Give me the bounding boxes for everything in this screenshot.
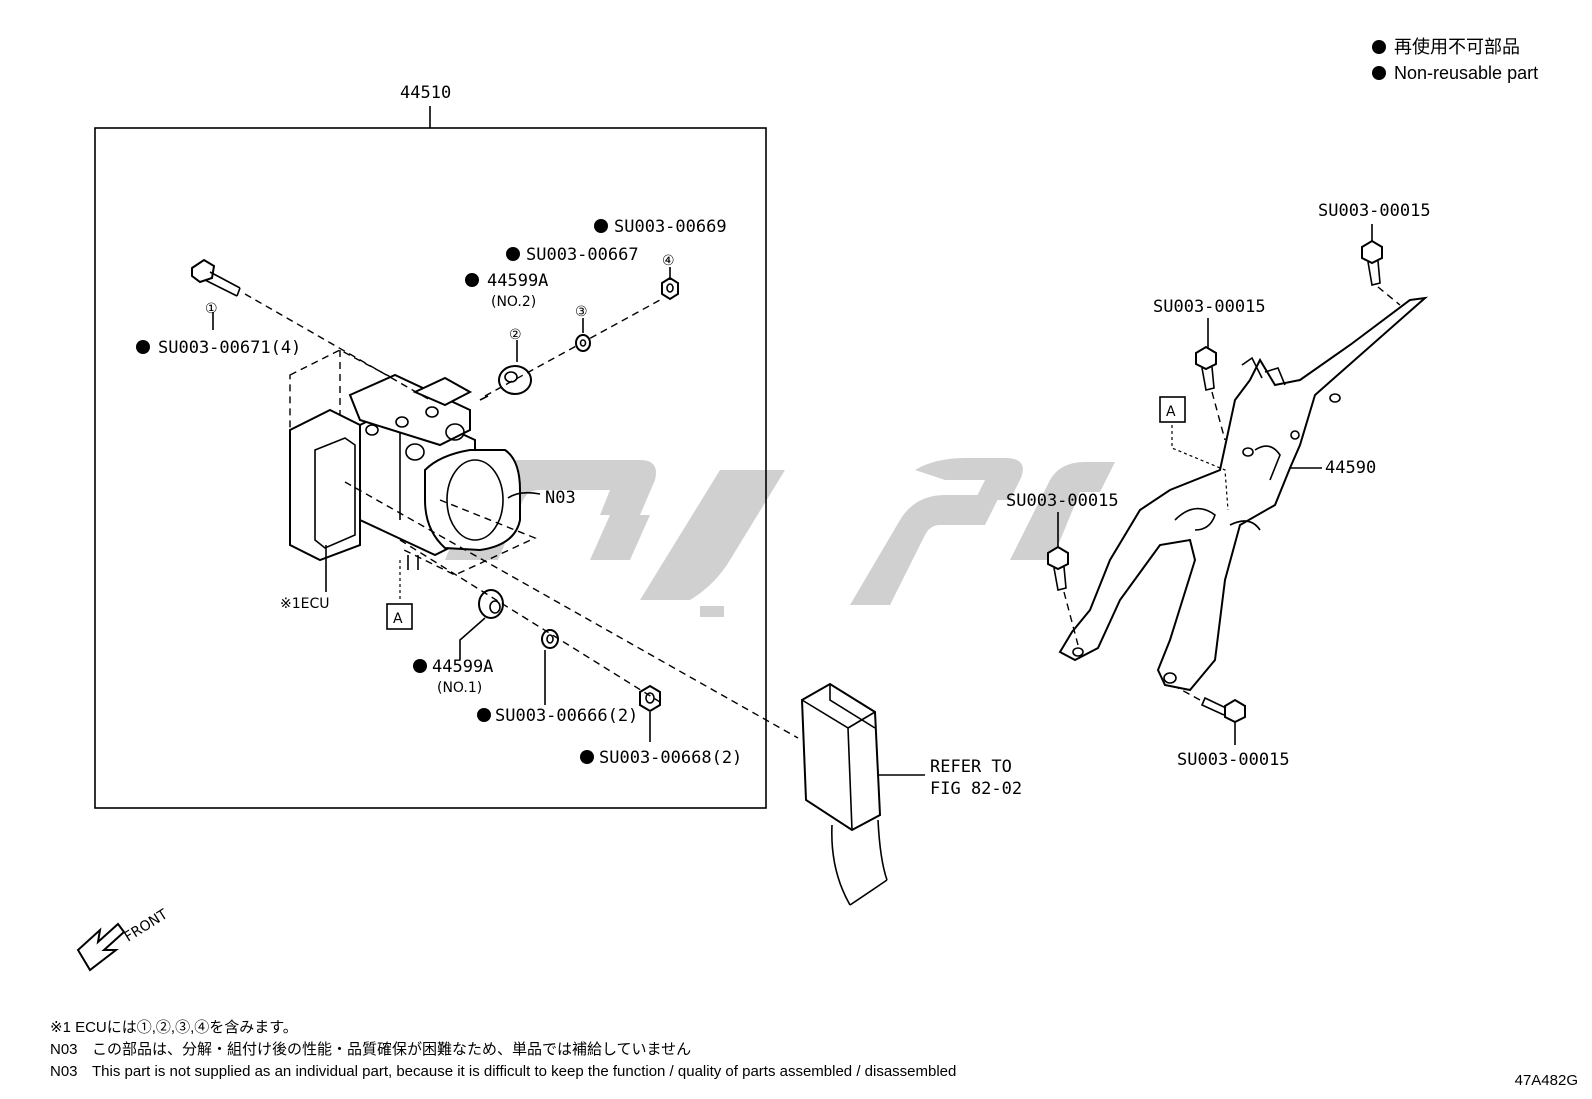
callout-num-1: ①: [205, 301, 218, 317]
callout-bolt-1: SU003-00671(4): [158, 338, 301, 358]
legend-row-jp: 再使用不可部品: [1372, 34, 1538, 60]
bracket-number: 44590: [1325, 458, 1376, 478]
connector-icon: [800, 682, 888, 906]
callout-grommet-no2-sub: (NO.2): [491, 294, 536, 310]
bracket-bolt-3-label: SU003-00015: [1006, 491, 1119, 511]
bracket-bolt-3-dash: [1063, 591, 1079, 646]
bracket-marker-a-text: A: [1166, 404, 1176, 420]
note-row: N03 This part is not supplied as an indiv…: [50, 1061, 956, 1083]
bracket-bolt-1-label: SU003-00015: [1318, 201, 1431, 221]
callout-nut-4: SU003-00669: [614, 217, 727, 237]
watermark-dot-1: [700, 606, 724, 617]
bracket-bolt-4-dash: [1177, 687, 1201, 701]
marker-a-text: A: [393, 611, 403, 627]
footnotes: ※1 ECUには①,②,③,④を含みます。 N03 この部品は、分解・組付け後の性…: [50, 1017, 956, 1083]
front-arrow-icon: [76, 922, 126, 972]
refer-line-2: FIG 82-02: [930, 779, 1022, 799]
legend-text-jp: 再使用不可部品: [1394, 37, 1520, 57]
watermark-shape-2: [590, 515, 650, 560]
callout-num-4: ④: [662, 253, 675, 269]
callout-grommet-no1: 44599A: [432, 657, 493, 677]
legend-row-en: Non-reusable part: [1372, 60, 1538, 86]
grommet-no2-icon: [498, 365, 532, 395]
callout-num-3: ③: [575, 304, 588, 320]
bracket-bolt-1-dash: [1377, 286, 1401, 306]
grommet-no1-icon: [478, 589, 504, 619]
watermark-shape-4: [850, 495, 1000, 605]
callout-washer-2x: SU003-00666(2): [495, 706, 638, 726]
note-text: ※1 ECUには①,②,③,④を含みます。: [50, 1019, 298, 1036]
note-code: N03: [50, 1063, 78, 1080]
bracket-bolt-2-icon: [1195, 345, 1217, 391]
assembly-number: 44510: [400, 83, 451, 103]
bullet-icon: [1372, 40, 1386, 54]
note-text: This part is not supplied as an individu…: [92, 1063, 957, 1080]
lower-dash-line: [399, 539, 661, 703]
bracket-bolt-4-icon: [1200, 696, 1246, 724]
bracket-bolt-1-icon: [1361, 239, 1383, 286]
bullet-grommet-no2: [465, 273, 479, 287]
n03-label: N03: [545, 488, 576, 508]
watermark-shape-5: [915, 458, 1023, 500]
abs-actuator-body: [289, 349, 537, 576]
watermark-shape-6: [1010, 462, 1115, 560]
bracket-bolt-2-label: SU003-00015: [1153, 297, 1266, 317]
bullet-icon: [1372, 66, 1386, 80]
legend: 再使用不可部品 Non-reusable part: [1372, 34, 1538, 86]
callout-nut-2x: SU003-00668(2): [599, 748, 742, 768]
callout-washer-3: SU003-00667: [526, 245, 639, 265]
watermark-logo: [445, 458, 1115, 617]
note-row: ※1 ECUには①,②,③,④を含みます。: [50, 1017, 956, 1039]
marker-a-box: [386, 603, 413, 630]
legend-text-en: Non-reusable part: [1394, 63, 1539, 83]
bracket-bolt-4-label: SU003-00015: [1177, 750, 1290, 770]
bolt-icon: [191, 258, 241, 297]
bullet-nut-4: [594, 219, 608, 233]
bracket-bolt-2-dash: [1211, 391, 1226, 441]
callout-grommet-no1-sub: (NO.1): [437, 680, 482, 696]
callout-grommet-no2: 44599A: [487, 271, 548, 291]
washer-icon: [575, 334, 591, 352]
bullet-washer-2x: [477, 708, 491, 722]
note-row: N03 この部品は、分解・組付け後の性能・品質確保が困難なため、単品では補給してい…: [50, 1039, 956, 1061]
bullet-bolt-1: [136, 340, 150, 354]
bracket-44590: [1058, 296, 1429, 692]
grommet-no1-leader: [459, 617, 486, 660]
bullet-grommet-no1: [413, 659, 427, 673]
bullet-nut-2x: [580, 750, 594, 764]
grommet-no2-dash: [484, 299, 661, 397]
note-code: N03: [50, 1041, 78, 1058]
callout-num-2: ②: [509, 327, 522, 343]
n03-leader: [507, 491, 541, 499]
refer-line-1: REFER TO: [930, 757, 1012, 777]
figure-code: 47A482G: [1514, 1072, 1578, 1089]
watermark-shape-3: [640, 470, 785, 600]
washer-2x-icon: [541, 629, 559, 649]
nut-2x-icon: [639, 684, 661, 713]
nut-icon: [661, 276, 679, 301]
bracket-bolt-3-icon: [1047, 545, 1069, 591]
bracket-marker-a-box: [1159, 396, 1186, 423]
ecu-label: ※1ECU: [280, 596, 330, 612]
ecu-dash-line: [344, 481, 799, 739]
note-text: この部品は、分解・組付け後の性能・品質確保が困難なため、単品では補給していません: [92, 1041, 692, 1058]
front-label: FRONT: [122, 906, 171, 945]
bullet-washer-3: [506, 247, 520, 261]
